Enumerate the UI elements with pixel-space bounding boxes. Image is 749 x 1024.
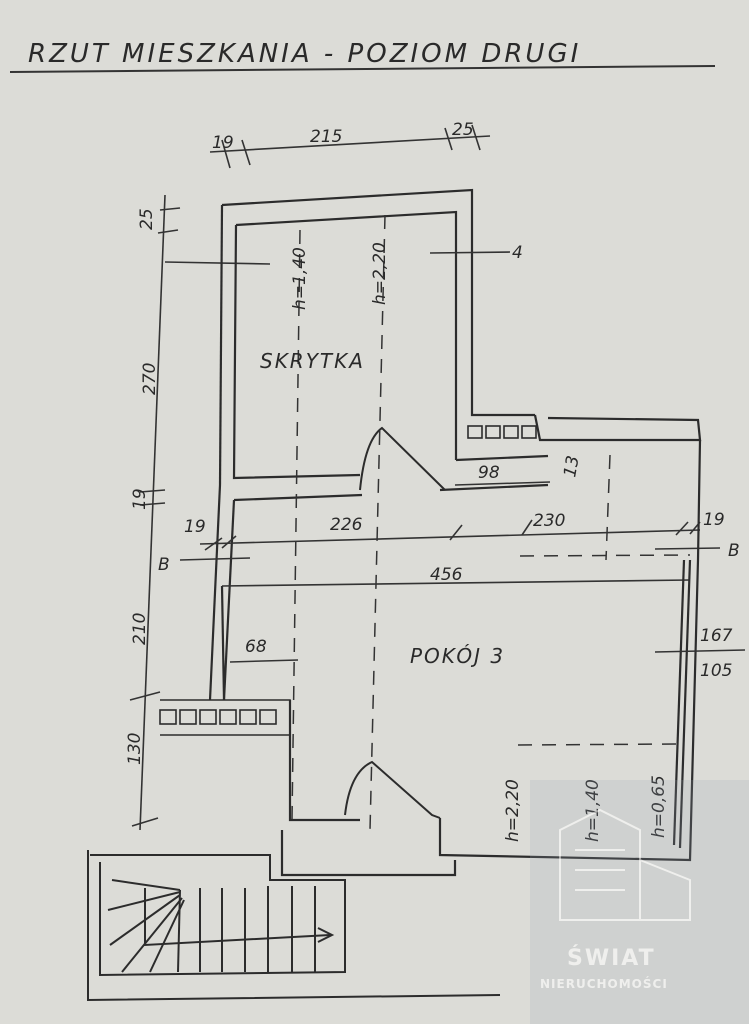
dim-top-19: 19: [212, 133, 234, 153]
plan-title: RZUT MIESZKANIA - POZIOM DRUGI: [28, 39, 581, 69]
height-label-room3-140: h=1,40: [583, 779, 603, 842]
section-marker-left: B: [158, 555, 170, 575]
dim-right-105: 105: [700, 661, 732, 681]
storage-window: [467, 425, 537, 439]
dim-mid-226: 226: [330, 515, 363, 535]
section-marker-right: B: [728, 541, 740, 561]
dim-left-19: 19: [130, 488, 150, 510]
watermark-building-icon: [559, 808, 691, 921]
dim-68: 68: [245, 637, 267, 657]
staircase: [87, 850, 501, 1002]
dim-98: 98: [478, 463, 500, 483]
dim-top-25: 25: [452, 120, 474, 140]
height-label-room3-065: h=0,65: [649, 775, 669, 838]
dim-left-130: 130: [125, 733, 145, 765]
room-label-storage: SKRYTKA: [260, 349, 365, 373]
height-label-storage-140: h=1,40: [290, 247, 310, 310]
height-label-room3-220: h=2,20: [503, 779, 523, 842]
dim-mid-19: 19: [184, 517, 206, 537]
room3-window: [159, 699, 291, 736]
dim-left-25: 25: [137, 208, 157, 230]
dim-456: 456: [430, 565, 463, 585]
height-label-storage-220: h=2,20: [370, 242, 390, 305]
watermark: ŚWIAT NIERUCHOMOŚCI: [530, 780, 749, 1024]
axis-4-line: [429, 251, 511, 254]
dim-98-line: [454, 481, 551, 486]
room3-walls: [220, 439, 702, 877]
dim-top-215: 215: [310, 127, 342, 147]
axis-4-label: 4: [512, 243, 523, 263]
left-dimension-line: [129, 194, 271, 831]
top-dimension-line: [209, 124, 491, 169]
watermark-sub: NIERUCHOMOŚCI: [540, 976, 668, 991]
dim-right-167: 167: [700, 626, 733, 646]
room-label-room3: POKÓJ 3: [410, 644, 505, 668]
dim-68-line: [229, 659, 299, 663]
dim-13: 13: [560, 454, 583, 479]
section-line-b: [179, 547, 721, 561]
title-underline: [9, 65, 716, 73]
storage-door-swing: [359, 426, 446, 491]
dim-right-19: 19: [703, 510, 725, 530]
ridge-dashed-lines: [291, 214, 691, 831]
dim-456-line: [221, 579, 691, 587]
dim-left-270: 270: [140, 363, 160, 395]
dim-mid-230: 230: [533, 511, 565, 531]
dim-left-210: 210: [130, 613, 150, 645]
dim-167-line: [654, 649, 746, 653]
watermark-brand: ŚWIAT: [567, 945, 656, 971]
room3-door-swing: [344, 760, 441, 819]
